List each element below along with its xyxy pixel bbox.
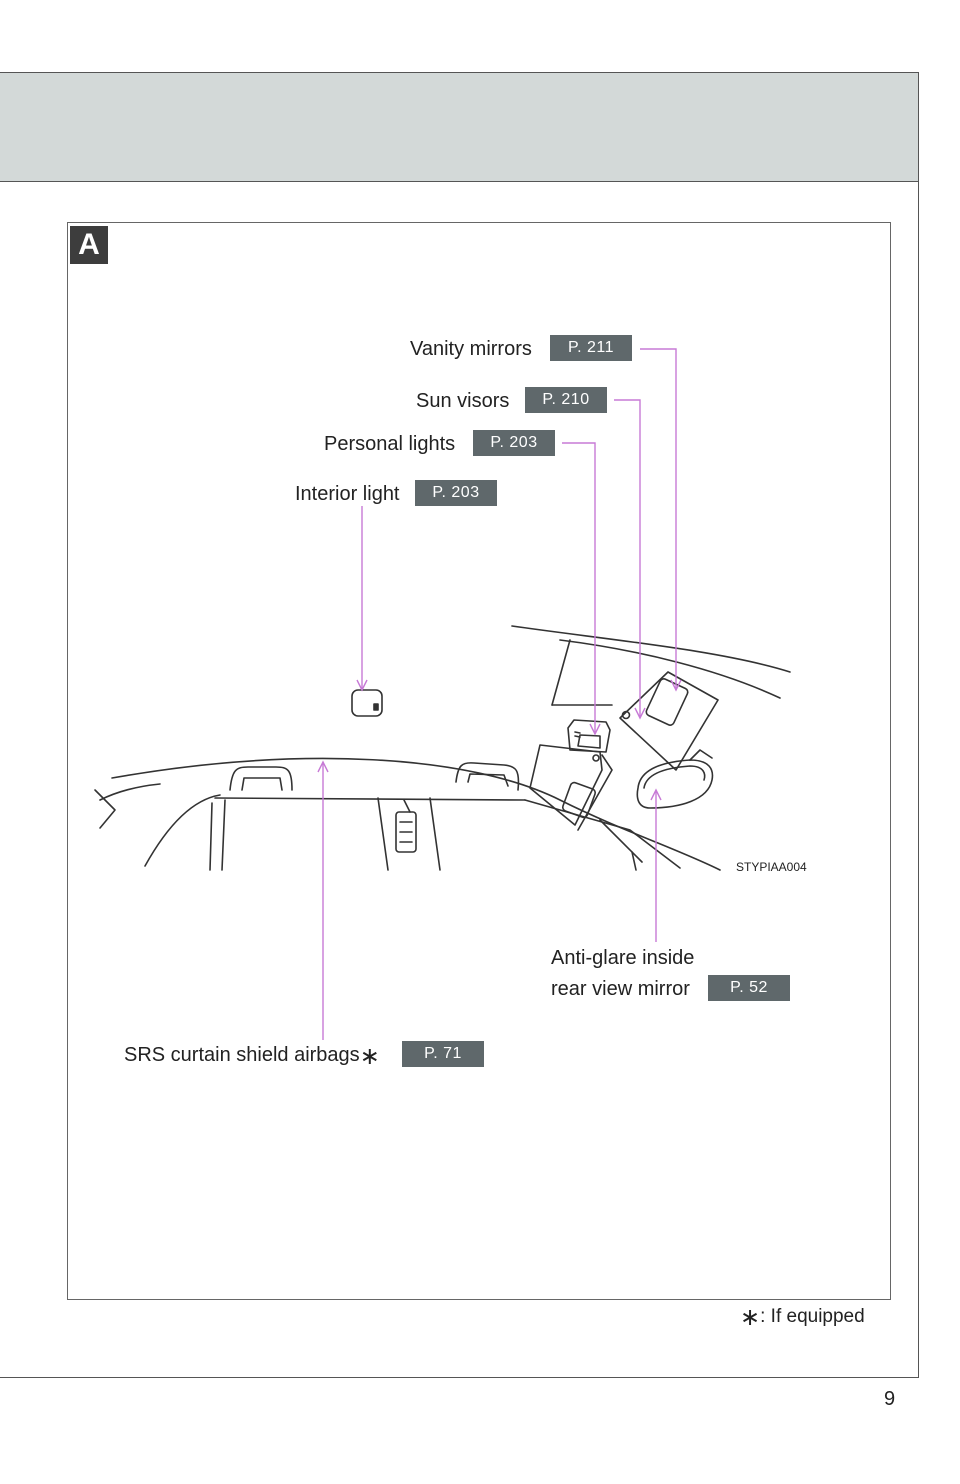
interior-light-page-ref[interactable]: P. 203 xyxy=(415,480,497,506)
header-band xyxy=(0,72,919,182)
sun-visors-page-ref[interactable]: P. 210 xyxy=(525,387,607,413)
vanity-mirrors-page-ref[interactable]: P. 211 xyxy=(550,335,632,361)
footnote-text: : If equipped xyxy=(760,1306,865,1327)
anti-glare-mirror-label-line1: Anti-glare inside xyxy=(551,947,695,969)
bottom-border-rule xyxy=(0,1377,919,1378)
if-equipped-marker: ∗ xyxy=(359,1043,380,1070)
footnote: ∗: If equipped xyxy=(740,1303,865,1332)
right-border-rule xyxy=(918,72,919,1378)
vanity-mirrors-label: Vanity mirrors xyxy=(410,338,532,360)
srs-airbags-label: SRS curtain shield airbags∗ xyxy=(124,1043,380,1069)
page-number: 9 xyxy=(884,1388,896,1410)
illustration-frame xyxy=(67,222,891,1300)
section-badge: A xyxy=(70,226,108,264)
srs-airbags-label-text: SRS curtain shield airbags xyxy=(124,1044,360,1066)
footnote-marker: ∗ xyxy=(740,1304,761,1331)
personal-lights-page-ref[interactable]: P. 203 xyxy=(473,430,555,456)
illustration-code: STYPIAA004 xyxy=(736,860,807,874)
interior-light-label: Interior light xyxy=(295,483,400,505)
anti-glare-mirror-label-line2: rear view mirror xyxy=(551,978,690,1000)
anti-glare-mirror-page-ref[interactable]: P. 52 xyxy=(708,975,790,1001)
sun-visors-label: Sun visors xyxy=(416,390,510,412)
personal-lights-label: Personal lights xyxy=(324,433,456,455)
srs-airbags-page-ref[interactable]: P. 71 xyxy=(402,1041,484,1067)
